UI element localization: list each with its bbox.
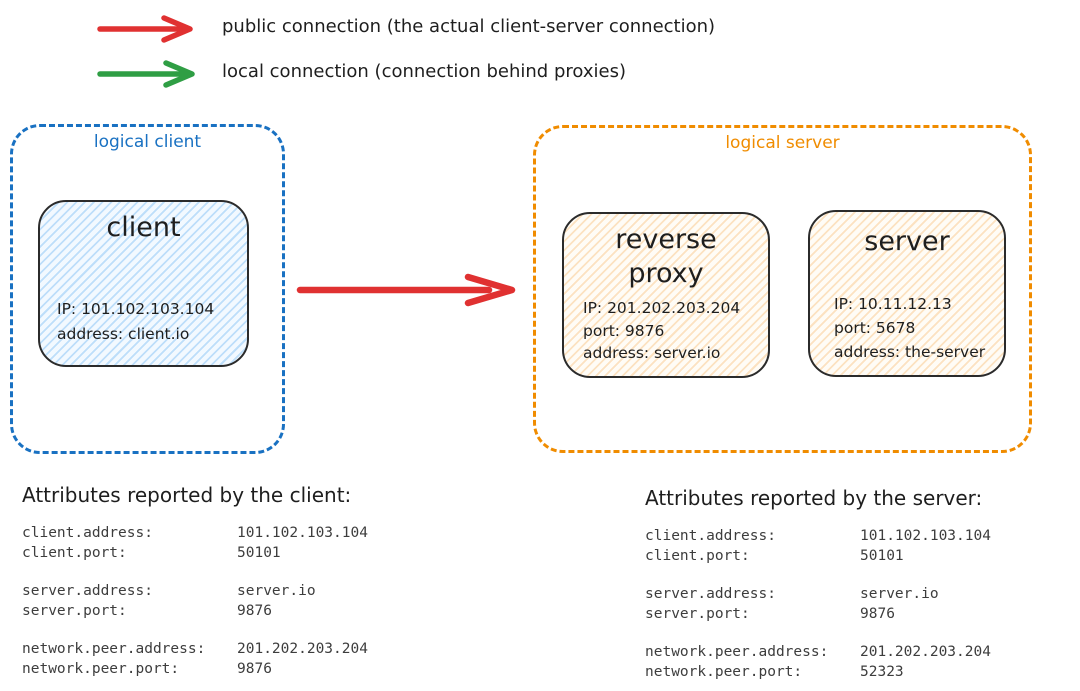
attr-row: client.port: 50101 bbox=[22, 544, 368, 564]
reverse-proxy-address: address: server.io bbox=[583, 344, 721, 362]
server-node-title: server bbox=[864, 226, 950, 257]
attr-row: client.address: 101.102.103.104 bbox=[645, 527, 991, 547]
attr-key: server.port: bbox=[645, 605, 750, 622]
attr-key: network.peer.address: bbox=[22, 641, 206, 657]
attr-value: server.io bbox=[237, 583, 316, 599]
attr-value: 101.102.103.104 bbox=[860, 528, 991, 544]
reverse-proxy-node-title: reverse proxy bbox=[615, 224, 717, 289]
server-ip: IP: 10.11.12.13 bbox=[834, 295, 952, 313]
attr-key: client.port: bbox=[22, 544, 127, 561]
attr-value: 201.202.203.204 bbox=[860, 644, 991, 660]
attr-value: 201.202.203.204 bbox=[237, 641, 368, 657]
attr-row: server.address: server.io bbox=[645, 585, 991, 605]
client-ip: IP: 101.102.103.104 bbox=[57, 300, 215, 318]
attr-key: client.address: bbox=[645, 528, 776, 544]
attr-row: network.peer.address: 201.202.203.204 bbox=[22, 640, 368, 660]
attr-key: client.address: bbox=[22, 525, 153, 541]
attr-value: 101.102.103.104 bbox=[237, 525, 368, 541]
local-connection-legend-label: local connection (connection behind prox… bbox=[222, 61, 626, 82]
attr-row: server.port: 9876 bbox=[645, 605, 991, 625]
local-connection-arrow-icon bbox=[97, 60, 195, 88]
attr-value: server.io bbox=[860, 586, 939, 602]
reverse-proxy-ip: IP: 201.202.203.204 bbox=[583, 299, 741, 317]
attr-value: 52323 bbox=[860, 663, 904, 680]
attr-row: network.peer.port: 9876 bbox=[22, 660, 368, 680]
public-connection-main-arrow-icon bbox=[296, 273, 516, 307]
reverse-proxy-node-details: IP: 201.202.203.204 port: 9876 address: … bbox=[583, 297, 740, 365]
attr-key: client.port: bbox=[645, 547, 750, 564]
attr-key: network.peer.port: bbox=[645, 663, 803, 680]
attr-row: network.peer.port: 52323 bbox=[645, 663, 991, 683]
attr-row: server.address: server.io bbox=[22, 582, 368, 602]
attr-key: server.port: bbox=[22, 602, 127, 619]
client-node: client IP: 101.102.103.104 address: clie… bbox=[38, 200, 249, 367]
client-attributes-block: Attributes reported by the client: clien… bbox=[22, 482, 368, 679]
client-node-title: client bbox=[106, 212, 181, 243]
client-attributes-title: Attributes reported by the client: bbox=[22, 483, 352, 507]
attr-row: server.port: 9876 bbox=[22, 602, 368, 622]
attr-value: 50101 bbox=[237, 544, 281, 561]
attr-row: client.port: 50101 bbox=[645, 547, 991, 567]
reverse-proxy-port: port: 9876 bbox=[583, 321, 665, 340]
attr-key: server.address: bbox=[22, 583, 153, 599]
logical-server-label: logical server bbox=[725, 133, 840, 153]
server-port: port: 5678 bbox=[834, 319, 916, 337]
attr-value: 50101 bbox=[860, 547, 904, 564]
attr-value: 9876 bbox=[237, 602, 272, 619]
logical-server-group: logical server bbox=[533, 125, 1032, 453]
attr-key: network.peer.port: bbox=[22, 660, 180, 677]
client-node-details: IP: 101.102.103.104 address: client.io bbox=[57, 297, 214, 347]
server-node-details: IP: 10.11.12.13 port: 5678 address: the-… bbox=[834, 292, 985, 364]
client-attributes-rows: client.address: 101.102.103.104 client.p… bbox=[22, 524, 368, 679]
public-connection-arrow-icon bbox=[97, 15, 193, 43]
server-attributes-title: Attributes reported by the server: bbox=[645, 486, 983, 510]
logical-client-group: logical client bbox=[10, 124, 285, 454]
reverse-proxy-node: reverse proxy IP: 201.202.203.204 port: … bbox=[562, 212, 770, 378]
client-address: address: client.io bbox=[57, 325, 190, 343]
attr-key: network.peer.address: bbox=[645, 644, 829, 660]
attr-row: network.peer.address: 201.202.203.204 bbox=[645, 643, 991, 663]
server-address: address: the-server bbox=[834, 343, 986, 361]
attr-value: 9876 bbox=[860, 605, 895, 622]
logical-client-label: logical client bbox=[93, 132, 202, 152]
server-attributes-rows: client.address: 101.102.103.104 client.p… bbox=[645, 527, 991, 682]
attr-value: 9876 bbox=[237, 660, 272, 677]
server-attributes-block: Attributes reported by the server: clien… bbox=[645, 485, 991, 682]
attr-row: client.address: 101.102.103.104 bbox=[22, 524, 368, 544]
public-connection-legend-label: public connection (the actual client-ser… bbox=[222, 16, 716, 37]
attr-key: server.address: bbox=[645, 586, 776, 602]
server-node: server IP: 10.11.12.13 port: 5678 addres… bbox=[808, 210, 1006, 377]
